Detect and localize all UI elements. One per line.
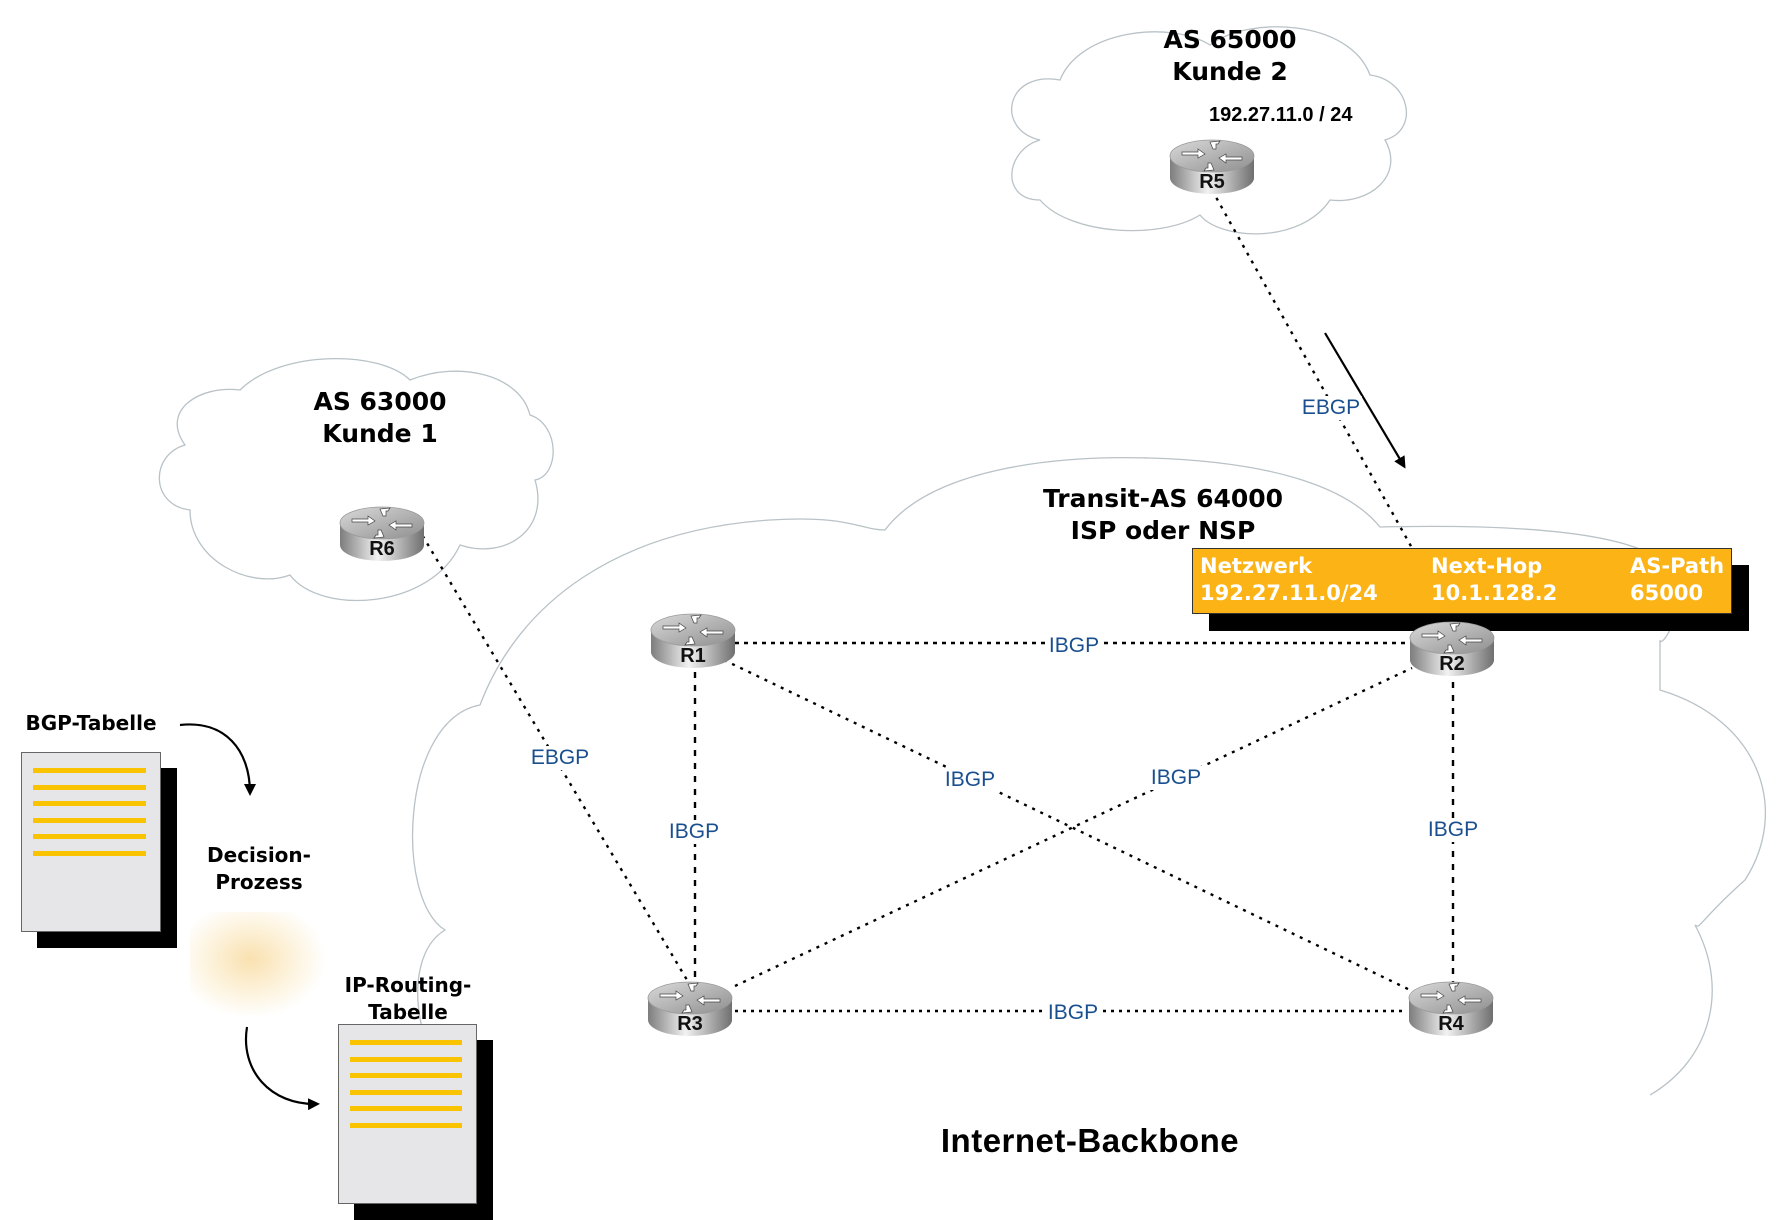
value-nexthop: 10.1.128.2	[1431, 581, 1558, 605]
backbone-title: Internet-Backbone	[940, 1122, 1240, 1159]
route-col-network: Netzwerk 192.27.11.0/24	[1200, 553, 1378, 607]
link-label-r5-r2: EBGP	[1299, 396, 1363, 420]
bgp-to-decision-arrow	[179, 723, 256, 796]
bgp-table-document	[21, 752, 161, 932]
route-col-nexthop: Next-Hop 10.1.128.2	[1431, 553, 1557, 607]
customer-name: Kunde 2	[1172, 57, 1288, 86]
ip-routing-table-document	[338, 1024, 477, 1204]
ip-table-line1: IP-Routing-	[344, 973, 472, 997]
router-label: R5	[1199, 171, 1225, 193]
router-r4[interactable]: R4	[1407, 980, 1495, 1040]
doc-line	[33, 834, 146, 839]
doc-line	[350, 1123, 462, 1128]
router-r2[interactable]: R2	[1408, 620, 1496, 680]
bgp-table-label: BGP-Tabelle	[25, 711, 157, 735]
as-label: AS 63000	[313, 387, 447, 416]
router-r5[interactable]: R5	[1168, 138, 1256, 198]
link-label-r3-r4: IBGP	[1045, 1001, 1101, 1025]
router-r6[interactable]: R6	[338, 505, 426, 565]
decision-to-ip-arrow	[244, 1026, 320, 1111]
cloud-transit	[412, 457, 1767, 1096]
doc-line	[33, 851, 146, 856]
customer-name: Kunde 1	[322, 419, 438, 448]
doc-line	[33, 801, 146, 806]
header-aspath: AS-Path	[1630, 554, 1725, 578]
link-r6-r3	[416, 527, 692, 986]
router-label: R2	[1439, 653, 1465, 675]
router-r1[interactable]: R1	[649, 612, 737, 672]
header-nexthop: Next-Hop	[1431, 554, 1543, 578]
doc-line	[350, 1073, 462, 1078]
cloud-transit-title: Transit-AS 64000 ISP oder NSP	[1043, 483, 1283, 547]
doc-line	[350, 1040, 462, 1045]
doc-line	[350, 1057, 462, 1062]
doc-line	[350, 1106, 462, 1111]
decision-swirl-graphic	[190, 912, 325, 1017]
as-label: Transit-AS 64000	[1042, 484, 1284, 513]
ip-table-line2: Tabelle	[368, 1000, 448, 1024]
link-label-r2-r4: IBGP	[1425, 818, 1481, 842]
as-label: AS 65000	[1163, 25, 1297, 54]
doc-line	[33, 785, 146, 790]
bgp-route-entry: Netzwerk 192.27.11.0/24 Next-Hop 10.1.12…	[1192, 548, 1732, 614]
router-label: R6	[369, 538, 395, 560]
ip-routing-table-label: IP-Routing- Tabelle	[345, 972, 472, 1026]
decision-process-label: Decision- Prozess	[207, 842, 311, 896]
link-label-r3-r2: IBGP	[1148, 766, 1204, 790]
router-r3[interactable]: R3	[646, 980, 734, 1040]
router-label: R1	[680, 645, 706, 667]
link-r3-r2	[734, 666, 1413, 988]
router-label: R4	[1438, 1013, 1464, 1035]
cloud-customer2	[1011, 26, 1408, 235]
link-label-r1-r2: IBGP	[1046, 634, 1102, 658]
cloud-customer2-title: AS 65000 Kunde 2	[1163, 24, 1296, 88]
value-aspath: 65000	[1630, 581, 1704, 605]
decision-line1: Decision-	[207, 843, 311, 867]
link-r1-r4	[723, 658, 1411, 992]
value-network: 192.27.11.0/24	[1200, 581, 1378, 605]
doc-line	[350, 1090, 462, 1095]
decision-line2: Prozess	[215, 870, 303, 894]
doc-line	[33, 818, 146, 823]
subnet-label: 192.27.11.0 / 24	[1209, 104, 1353, 126]
router-label: R3	[677, 1013, 703, 1035]
route-col-aspath: AS-Path 65000	[1630, 553, 1724, 607]
link-label-r6-r3: EBGP	[528, 746, 592, 770]
link-label-r1-r3: IBGP	[666, 820, 722, 844]
provider-name: ISP oder NSP	[1070, 516, 1256, 545]
cloud-customer1-title: AS 63000 Kunde 1	[313, 386, 446, 450]
cloud-customer1	[158, 357, 554, 602]
link-label-r1-r4: IBGP	[942, 768, 998, 792]
header-network: Netzwerk	[1200, 554, 1313, 578]
update-arrow	[1324, 332, 1406, 469]
doc-line	[33, 768, 146, 773]
